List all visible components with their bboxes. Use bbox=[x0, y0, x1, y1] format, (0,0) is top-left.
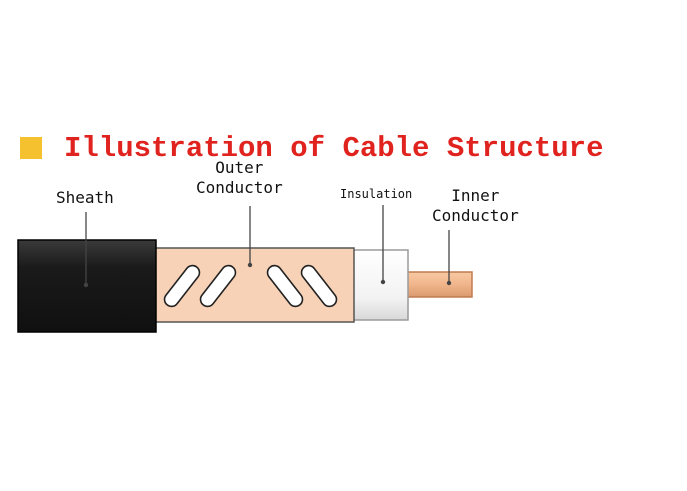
insulation-leader-dot bbox=[380, 279, 386, 285]
insulation-layer bbox=[349, 249, 409, 321]
inner-conductor-label-line1: Inner bbox=[451, 186, 500, 205]
inner-conductor bbox=[399, 271, 473, 298]
outer-conductor-label-line1: Outer bbox=[215, 158, 264, 177]
outer-conductor-slot bbox=[266, 264, 304, 308]
inner-conductor-leader-dot bbox=[446, 280, 452, 286]
outer-conductor-label: Outer Conductor bbox=[196, 158, 283, 198]
outer-conductor-slot bbox=[199, 264, 237, 308]
outer-conductor-slot bbox=[163, 264, 201, 308]
sheath-label: Sheath bbox=[56, 188, 114, 208]
insulation-label: Insulation bbox=[340, 184, 424, 204]
inner-conductor-label-line2: Conductor bbox=[432, 206, 519, 225]
bullet-icon bbox=[20, 137, 42, 159]
title-row: Illustration of Cable Structure bbox=[20, 130, 604, 166]
outer-conductor-label-line2: Conductor bbox=[196, 178, 283, 197]
insulation-label-text: Insulation bbox=[340, 187, 413, 201]
outer-conductor-slot bbox=[300, 264, 338, 308]
sheath-leader-dot bbox=[83, 282, 89, 288]
page-title: Illustration of Cable Structure bbox=[64, 131, 604, 165]
outer-conductor-leader-dot bbox=[247, 262, 253, 268]
inner-conductor-label: Inner Conductor bbox=[432, 186, 519, 226]
sheath-label-text: Sheath bbox=[56, 188, 114, 207]
outer-conductor-layer bbox=[149, 247, 355, 323]
